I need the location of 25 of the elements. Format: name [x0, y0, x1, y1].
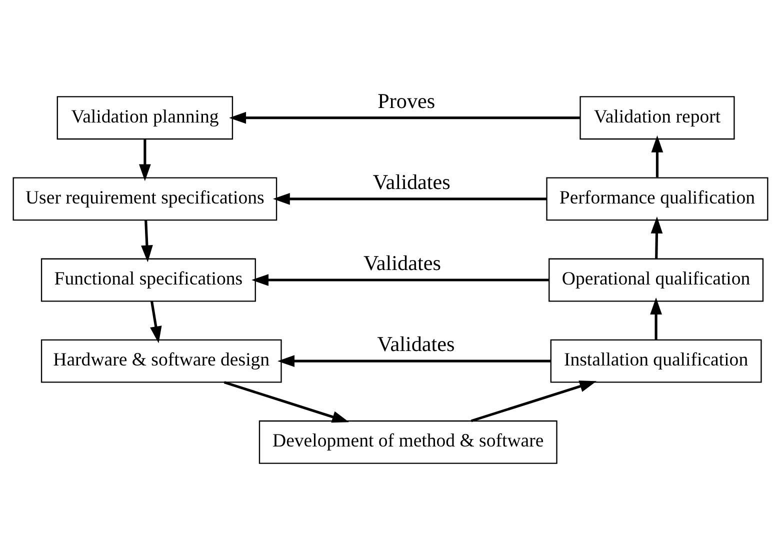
edge-label: Proves: [378, 88, 436, 113]
edge-label: Validates: [372, 170, 450, 194]
arrow: [229, 112, 580, 124]
node-box: Hardware & software design: [40, 339, 282, 383]
node-box: Installation qualification: [550, 339, 762, 383]
arrow: [272, 193, 547, 205]
node-box: Validation report: [580, 96, 735, 140]
edge-label: Validates: [377, 332, 455, 356]
edge-label: Validates: [364, 250, 441, 275]
arrow: [139, 139, 151, 182]
node-box: Functional specifications: [40, 258, 256, 302]
arrow: [150, 301, 162, 344]
node-box: Performance qualification: [546, 177, 768, 221]
arrow: [224, 381, 350, 423]
arrow: [650, 298, 662, 340]
node-box: User requirement specifications: [12, 177, 278, 221]
arrow: [651, 135, 664, 178]
arrow: [141, 220, 153, 262]
arrow: [470, 380, 597, 422]
node-box: Validation planning: [56, 96, 234, 140]
node-box: Development of method & software: [258, 420, 558, 464]
arrow: [252, 274, 549, 286]
node-box: Operational qualification: [548, 258, 764, 302]
arrow: [650, 216, 663, 258]
arrow: [278, 355, 551, 368]
